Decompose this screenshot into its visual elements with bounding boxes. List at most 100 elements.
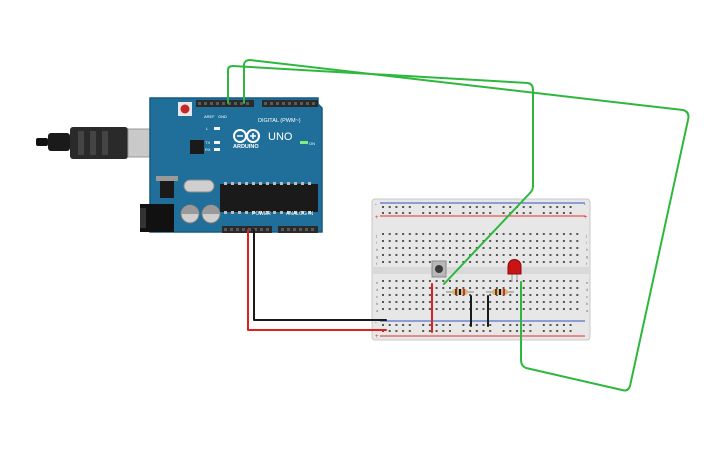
breadboard-hole[interactable] [475,324,478,326]
breadboard-hole[interactable] [462,308,465,310]
breadboard-hole[interactable] [408,240,411,242]
breadboard-hole[interactable] [542,330,545,332]
breadboard-hole[interactable] [442,254,445,256]
breadboard-hole[interactable] [428,301,431,303]
breadboard-hole[interactable] [388,324,391,326]
breadboard-hole[interactable] [455,247,458,249]
breadboard-hole[interactable] [522,330,525,332]
breadboard-hole[interactable] [549,206,552,208]
breadboard-hole[interactable] [382,308,384,310]
breadboard-hole[interactable] [482,330,485,332]
breadboard-hole[interactable] [556,261,559,263]
breadboard-hole[interactable] [455,308,458,310]
breadboard-hole[interactable] [529,233,532,235]
breadboard-hole[interactable] [509,324,512,326]
breadboard-hole[interactable] [556,254,559,256]
breadboard-hole[interactable] [469,233,472,235]
breadboard-hole[interactable] [422,233,425,235]
breadboard-hole[interactable] [536,294,539,296]
breadboard-hole[interactable] [536,287,539,289]
breadboard-hole[interactable] [562,294,565,296]
breadboard-hole[interactable] [482,280,485,282]
breadboard-hole[interactable] [475,240,478,242]
breadboard-hole[interactable] [382,212,384,214]
breadboard-hole[interactable] [576,254,579,256]
breadboard-hole[interactable] [576,247,579,249]
breadboard-hole[interactable] [529,287,532,289]
breadboard-hole[interactable] [388,254,391,256]
breadboard-hole[interactable] [388,247,391,249]
breadboard-hole[interactable] [462,324,465,326]
breadboard-hole[interactable] [502,308,505,310]
breadboard-hole[interactable] [422,294,425,296]
breadboard-hole[interactable] [428,254,431,256]
breadboard-hole[interactable] [449,240,451,242]
breadboard-hole[interactable] [569,261,572,263]
breadboard-hole[interactable] [522,233,525,235]
breadboard-hole[interactable] [542,254,545,256]
breadboard-hole[interactable] [529,261,532,263]
breadboard-hole[interactable] [388,301,391,303]
breadboard-hole[interactable] [428,212,431,214]
breadboard-hole[interactable] [449,294,451,296]
wire-5v-red[interactable] [247,229,387,331]
breadboard-hole[interactable] [428,287,431,289]
resistor-2[interactable] [486,289,514,295]
breadboard-hole[interactable] [562,287,565,289]
breadboard-hole[interactable] [569,240,572,242]
breadboard-hole[interactable] [408,280,411,282]
breadboard-hole[interactable] [415,247,418,249]
breadboard-hole[interactable] [556,206,559,208]
breadboard-hole[interactable] [502,206,505,208]
breadboard-hole[interactable] [395,301,398,303]
breadboard-hole[interactable] [529,240,532,242]
breadboard-hole[interactable] [569,247,572,249]
breadboard-hole[interactable] [516,233,518,235]
breadboard-hole[interactable] [422,280,425,282]
breadboard-hole[interactable] [449,324,451,326]
wire-green-button[interactable] [227,65,534,285]
breadboard-hole[interactable] [442,301,445,303]
breadboard-hole[interactable] [462,287,465,289]
breadboard-hole[interactable] [395,206,398,208]
breadboard-hole[interactable] [455,254,458,256]
breadboard-hole[interactable] [442,330,445,332]
breadboard-hole[interactable] [556,294,559,296]
breadboard-hole[interactable] [489,240,492,242]
breadboard-hole[interactable] [388,330,391,332]
breadboard-hole[interactable] [475,301,478,303]
breadboard-hole[interactable] [482,301,485,303]
breadboard-hole[interactable] [536,301,539,303]
breadboard-hole[interactable] [556,324,559,326]
breadboard-hole[interactable] [489,280,492,282]
breadboard-hole[interactable] [522,294,525,296]
breadboard-hole[interactable] [402,287,405,289]
breadboard-hole[interactable] [502,261,505,263]
breadboard-hole[interactable] [428,280,431,282]
breadboard-hole[interactable] [542,247,545,249]
breadboard-hole[interactable] [509,240,512,242]
breadboard-hole[interactable] [516,324,518,326]
breadboard-hole[interactable] [569,301,572,303]
breadboard-hole[interactable] [522,247,525,249]
breadboard-hole[interactable] [576,240,579,242]
breadboard-hole[interactable] [475,294,478,296]
breadboard-hole[interactable] [408,287,411,289]
breadboard-hole[interactable] [509,287,512,289]
breadboard-hole[interactable] [482,212,485,214]
breadboard-hole[interactable] [549,301,552,303]
breadboard-hole[interactable] [542,233,545,235]
breadboard-hole[interactable] [542,308,545,310]
breadboard-hole[interactable] [542,280,545,282]
breadboard-hole[interactable] [536,240,539,242]
breadboard-hole[interactable] [482,261,485,263]
breadboard-hole[interactable] [428,233,431,235]
breadboard-hole[interactable] [569,212,572,214]
breadboard-hole[interactable] [549,212,552,214]
breadboard-hole[interactable] [428,324,431,326]
breadboard-hole[interactable] [556,240,559,242]
breadboard-hole[interactable] [462,240,465,242]
breadboard-hole[interactable] [428,261,431,263]
